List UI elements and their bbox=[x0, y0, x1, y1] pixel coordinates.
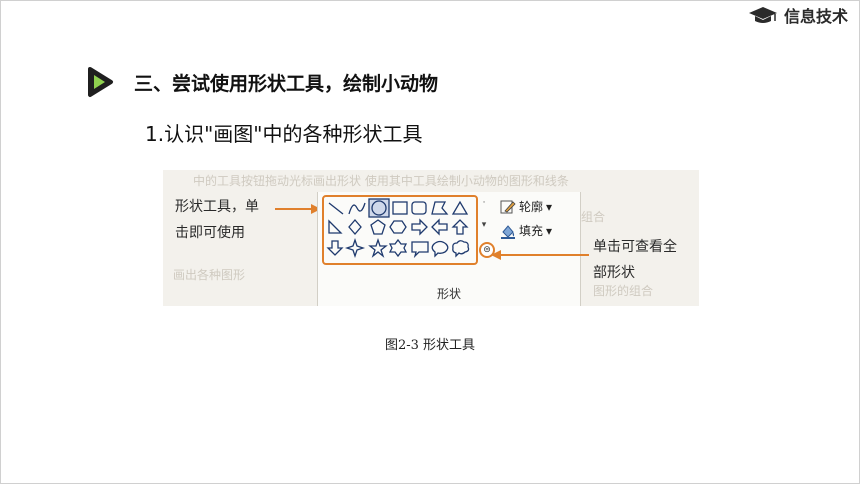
scroll-up-icon[interactable]: · bbox=[482, 198, 486, 208]
arrow-up-shape-icon[interactable] bbox=[451, 219, 469, 235]
outline-button[interactable]: 轮廓 ▾ bbox=[500, 198, 552, 215]
faded-background-text: 图形的组合 bbox=[593, 284, 654, 298]
hexagon-shape-icon[interactable] bbox=[389, 220, 407, 234]
arrow-right-shape-icon[interactable] bbox=[411, 218, 428, 236]
left-arrow-pointer bbox=[275, 204, 321, 214]
brand-text: 信息技术 bbox=[783, 7, 848, 26]
polygon-shape-icon[interactable] bbox=[431, 201, 449, 215]
figure-caption: 图2-3 形状工具 bbox=[384, 338, 476, 353]
oval-shape-icon[interactable] bbox=[368, 198, 390, 218]
brand-badge: 信息技术 bbox=[748, 2, 848, 28]
shapes-ribbon-panel: · ▾ ⊜ 轮廓 ▾ 填充 ▾ 形状 bbox=[317, 192, 581, 306]
right-triangle-shape-icon[interactable] bbox=[328, 219, 343, 234]
rounded-rectangle-shape-icon[interactable] bbox=[411, 201, 427, 215]
right-annotation: 单击可查看全 部形状 bbox=[593, 239, 677, 281]
callout-oval-shape-icon[interactable] bbox=[431, 240, 449, 258]
paint-bucket-icon bbox=[501, 224, 515, 239]
play-arrow-icon bbox=[88, 67, 113, 97]
star-six-shape-icon[interactable] bbox=[388, 238, 408, 258]
callout-cloud-shape-icon[interactable] bbox=[452, 240, 470, 258]
chevron-down-icon: ▾ bbox=[546, 199, 553, 214]
scroll-down-icon[interactable]: ▾ bbox=[481, 220, 487, 230]
graduation-cap-icon bbox=[748, 7, 777, 23]
arrow-left-shape-icon[interactable] bbox=[431, 218, 448, 236]
faded-background-text: 中的工具按钮拖动光标画出形状 使用其中工具绘制小动物的图形和线条 bbox=[193, 174, 569, 188]
outline-label: 轮廓 bbox=[519, 200, 544, 214]
star-five-shape-icon[interactable] bbox=[368, 237, 388, 258]
rectangle-shape-icon[interactable] bbox=[392, 201, 408, 215]
right-arrow-pointer bbox=[491, 250, 589, 260]
page-subtitle: 1.认识"画图"中的各种形状工具 bbox=[145, 122, 423, 146]
left-annotation: 形状工具，单 击即可使用 bbox=[175, 199, 259, 241]
pentagon-shape-icon[interactable] bbox=[370, 219, 386, 235]
gallery-scroll[interactable]: · ▾ bbox=[478, 196, 490, 262]
diamond-shape-icon[interactable] bbox=[348, 219, 362, 235]
triangle-shape-icon[interactable] bbox=[451, 200, 469, 215]
section-title: 三、尝试使用形状工具，绘制小动物 bbox=[134, 72, 439, 95]
panel-caption: 形状 bbox=[436, 287, 461, 301]
chevron-down-icon: ▾ bbox=[546, 223, 553, 238]
shapes-gallery[interactable] bbox=[322, 195, 478, 265]
more-shapes-button[interactable]: ⊜ bbox=[479, 242, 495, 258]
curve-shape-icon[interactable] bbox=[348, 202, 366, 215]
fill-button[interactable]: 填充 ▾ bbox=[500, 222, 552, 239]
faded-background-text: 画出各种图形 bbox=[173, 268, 246, 282]
fill-label: 填充 bbox=[519, 224, 544, 238]
line-shape-icon[interactable] bbox=[328, 202, 344, 215]
callout-rect-shape-icon[interactable] bbox=[411, 241, 429, 259]
star-four-shape-icon[interactable] bbox=[344, 237, 366, 259]
section-header: 三、尝试使用形状工具，绘制小动物 bbox=[86, 66, 438, 98]
shapes-figure: 中的工具按钮拖动光标画出形状 使用其中工具绘制小动物的图形和线条 成，再由多个形… bbox=[163, 170, 699, 306]
pencil-icon bbox=[500, 200, 516, 213]
arrow-down-shape-icon[interactable] bbox=[326, 240, 344, 256]
